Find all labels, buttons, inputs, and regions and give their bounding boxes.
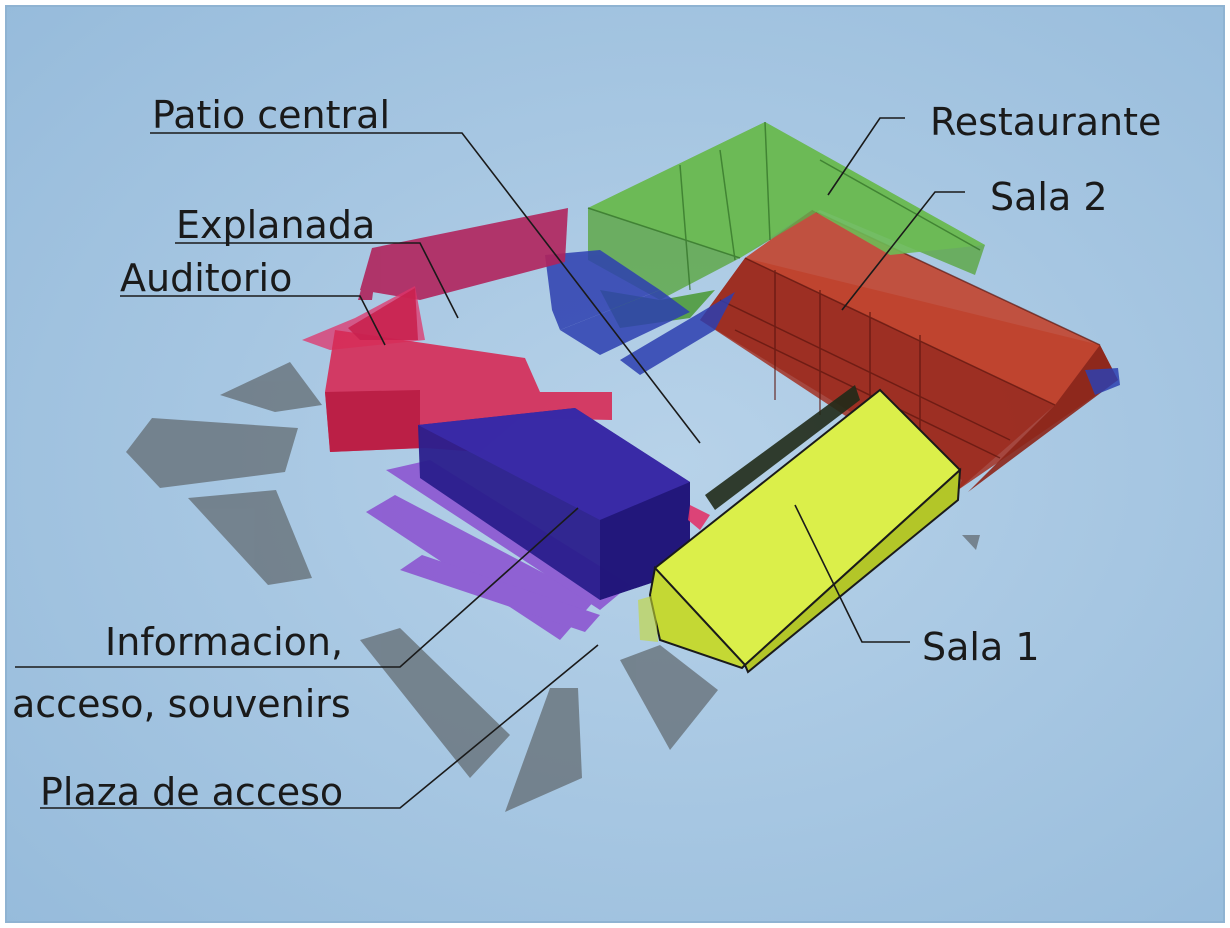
leader-sala1 xyxy=(794,504,910,643)
informacion-volume xyxy=(418,408,710,600)
shadow-patch xyxy=(962,535,980,550)
label-auditorio: Auditorio xyxy=(120,256,292,300)
shadow-patch xyxy=(126,418,298,488)
leader-explanada xyxy=(175,242,459,319)
leader-plaza xyxy=(40,644,599,809)
shadow-patch xyxy=(505,688,582,812)
label-informacion-line2: acceso, souvenirs xyxy=(12,682,351,726)
sala2-volume xyxy=(700,209,1118,492)
leader-auditorio xyxy=(120,295,386,346)
leader-restaurante xyxy=(827,117,905,196)
sala1-volume xyxy=(638,388,962,674)
label-restaurante: Restaurante xyxy=(930,100,1161,144)
shadow-patch xyxy=(188,490,312,585)
leader-lines xyxy=(15,117,965,809)
leader-informacion xyxy=(15,507,579,668)
label-explanada: Explanada xyxy=(176,203,375,247)
circulation-ramps xyxy=(545,250,1120,395)
leader-patio-central xyxy=(150,132,701,444)
structure-frame xyxy=(705,385,860,510)
shadow-patch xyxy=(620,645,718,750)
label-patio-central: Patio central xyxy=(152,93,390,137)
shadow-patch xyxy=(360,628,510,778)
label-plaza-acceso: Plaza de acceso xyxy=(40,770,343,814)
shadow-patch xyxy=(220,362,322,412)
leader-sala2 xyxy=(841,191,965,311)
ground-shadows xyxy=(126,362,980,812)
explanada-wall xyxy=(358,208,568,300)
auditorio-volume xyxy=(302,286,612,452)
label-sala1: Sala 1 xyxy=(922,625,1040,669)
label-sala2: Sala 2 xyxy=(990,175,1108,219)
label-informacion-line1: Informacion, xyxy=(105,620,343,664)
